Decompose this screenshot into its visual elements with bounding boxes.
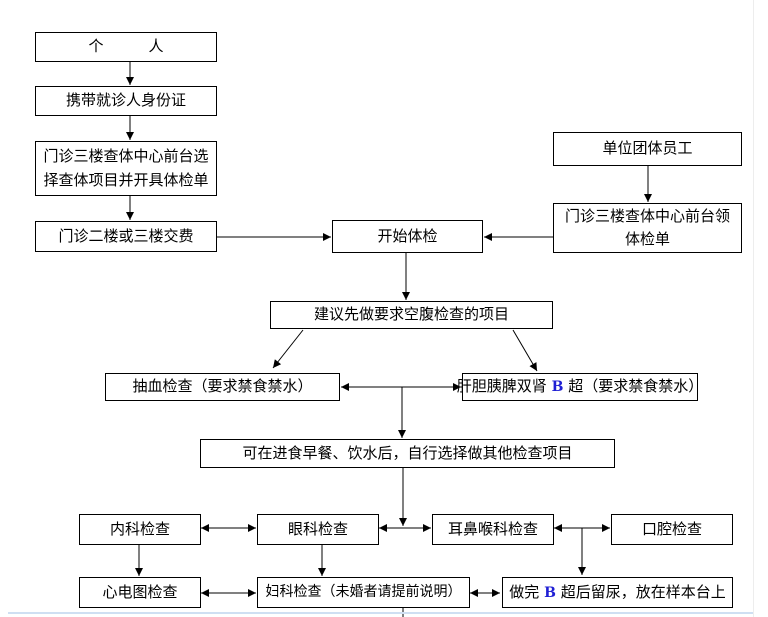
node-get-exam-form-line2: 体检单 bbox=[624, 230, 670, 248]
page-bottom-rule bbox=[8, 612, 753, 614]
node-ent-exam: 耳鼻喉科检查 bbox=[432, 514, 554, 545]
node-start-exam: 开始体检 bbox=[332, 220, 483, 253]
node-bring-id-card: 携带就诊人身份证 bbox=[35, 86, 217, 116]
edge-fastingfirst-ultrasound bbox=[512, 329, 538, 372]
edge-fastingfirst-blood bbox=[272, 329, 304, 369]
node-dental-exam: 口腔检查 bbox=[611, 514, 733, 545]
node-eye-exam: 眼科检查 bbox=[257, 514, 379, 545]
node-group-employee: 单位团体员工 bbox=[553, 132, 742, 166]
node-gynecology-exam: 妇科检查（未婚者请提前说明） bbox=[257, 577, 470, 608]
node-get-exam-form: 门诊三楼查体中心前台领 体检单 bbox=[553, 203, 742, 253]
node-other-items-after-meal: 可在进食早餐、饮水后，自行选择做其他检查项目 bbox=[200, 439, 615, 468]
node-select-exam-items-line2: 择查体项目并开具体检单 bbox=[43, 170, 209, 189]
node-blood-test: 抽血检查（要求禁食禁水） bbox=[105, 373, 340, 401]
node-get-exam-form-line1: 门诊三楼查体中心前台领 bbox=[564, 206, 730, 225]
node-individual: 个 人 bbox=[35, 32, 217, 62]
node-select-exam-items-line1: 门诊三楼查体中心前台选 bbox=[43, 147, 209, 166]
node-select-exam-items: 门诊三楼查体中心前台选 择查体项目并开具体检单 bbox=[35, 141, 217, 196]
node-urine-b-highlight: B bbox=[544, 584, 556, 601]
node-ultrasound-text-pre: 肝胆胰脾双肾 bbox=[456, 377, 552, 396]
node-fasting-items-first: 建议先做要求空腹检查的项目 bbox=[270, 301, 553, 329]
node-pay-fee: 门诊二楼或三楼交费 bbox=[35, 221, 217, 252]
node-ecg-exam: 心电图检查 bbox=[79, 577, 201, 608]
node-ultrasound-text-post: 超（要求禁食禁水） bbox=[563, 377, 704, 396]
node-ultrasound: 肝胆胰脾双肾 B 超（要求禁食禁水） bbox=[457, 373, 703, 401]
node-urine-text-pre: 做完 bbox=[509, 582, 545, 601]
node-internal-medicine: 内科检查 bbox=[79, 514, 201, 545]
node-ultrasound-b-highlight: B bbox=[551, 379, 564, 396]
page-right-edge-rule bbox=[753, 0, 754, 617]
node-urine-text-post: 超后留尿，放在样本台上 bbox=[555, 582, 726, 601]
node-urine-sample: 做完 B 超后留尿，放在样本台上 bbox=[502, 577, 733, 608]
